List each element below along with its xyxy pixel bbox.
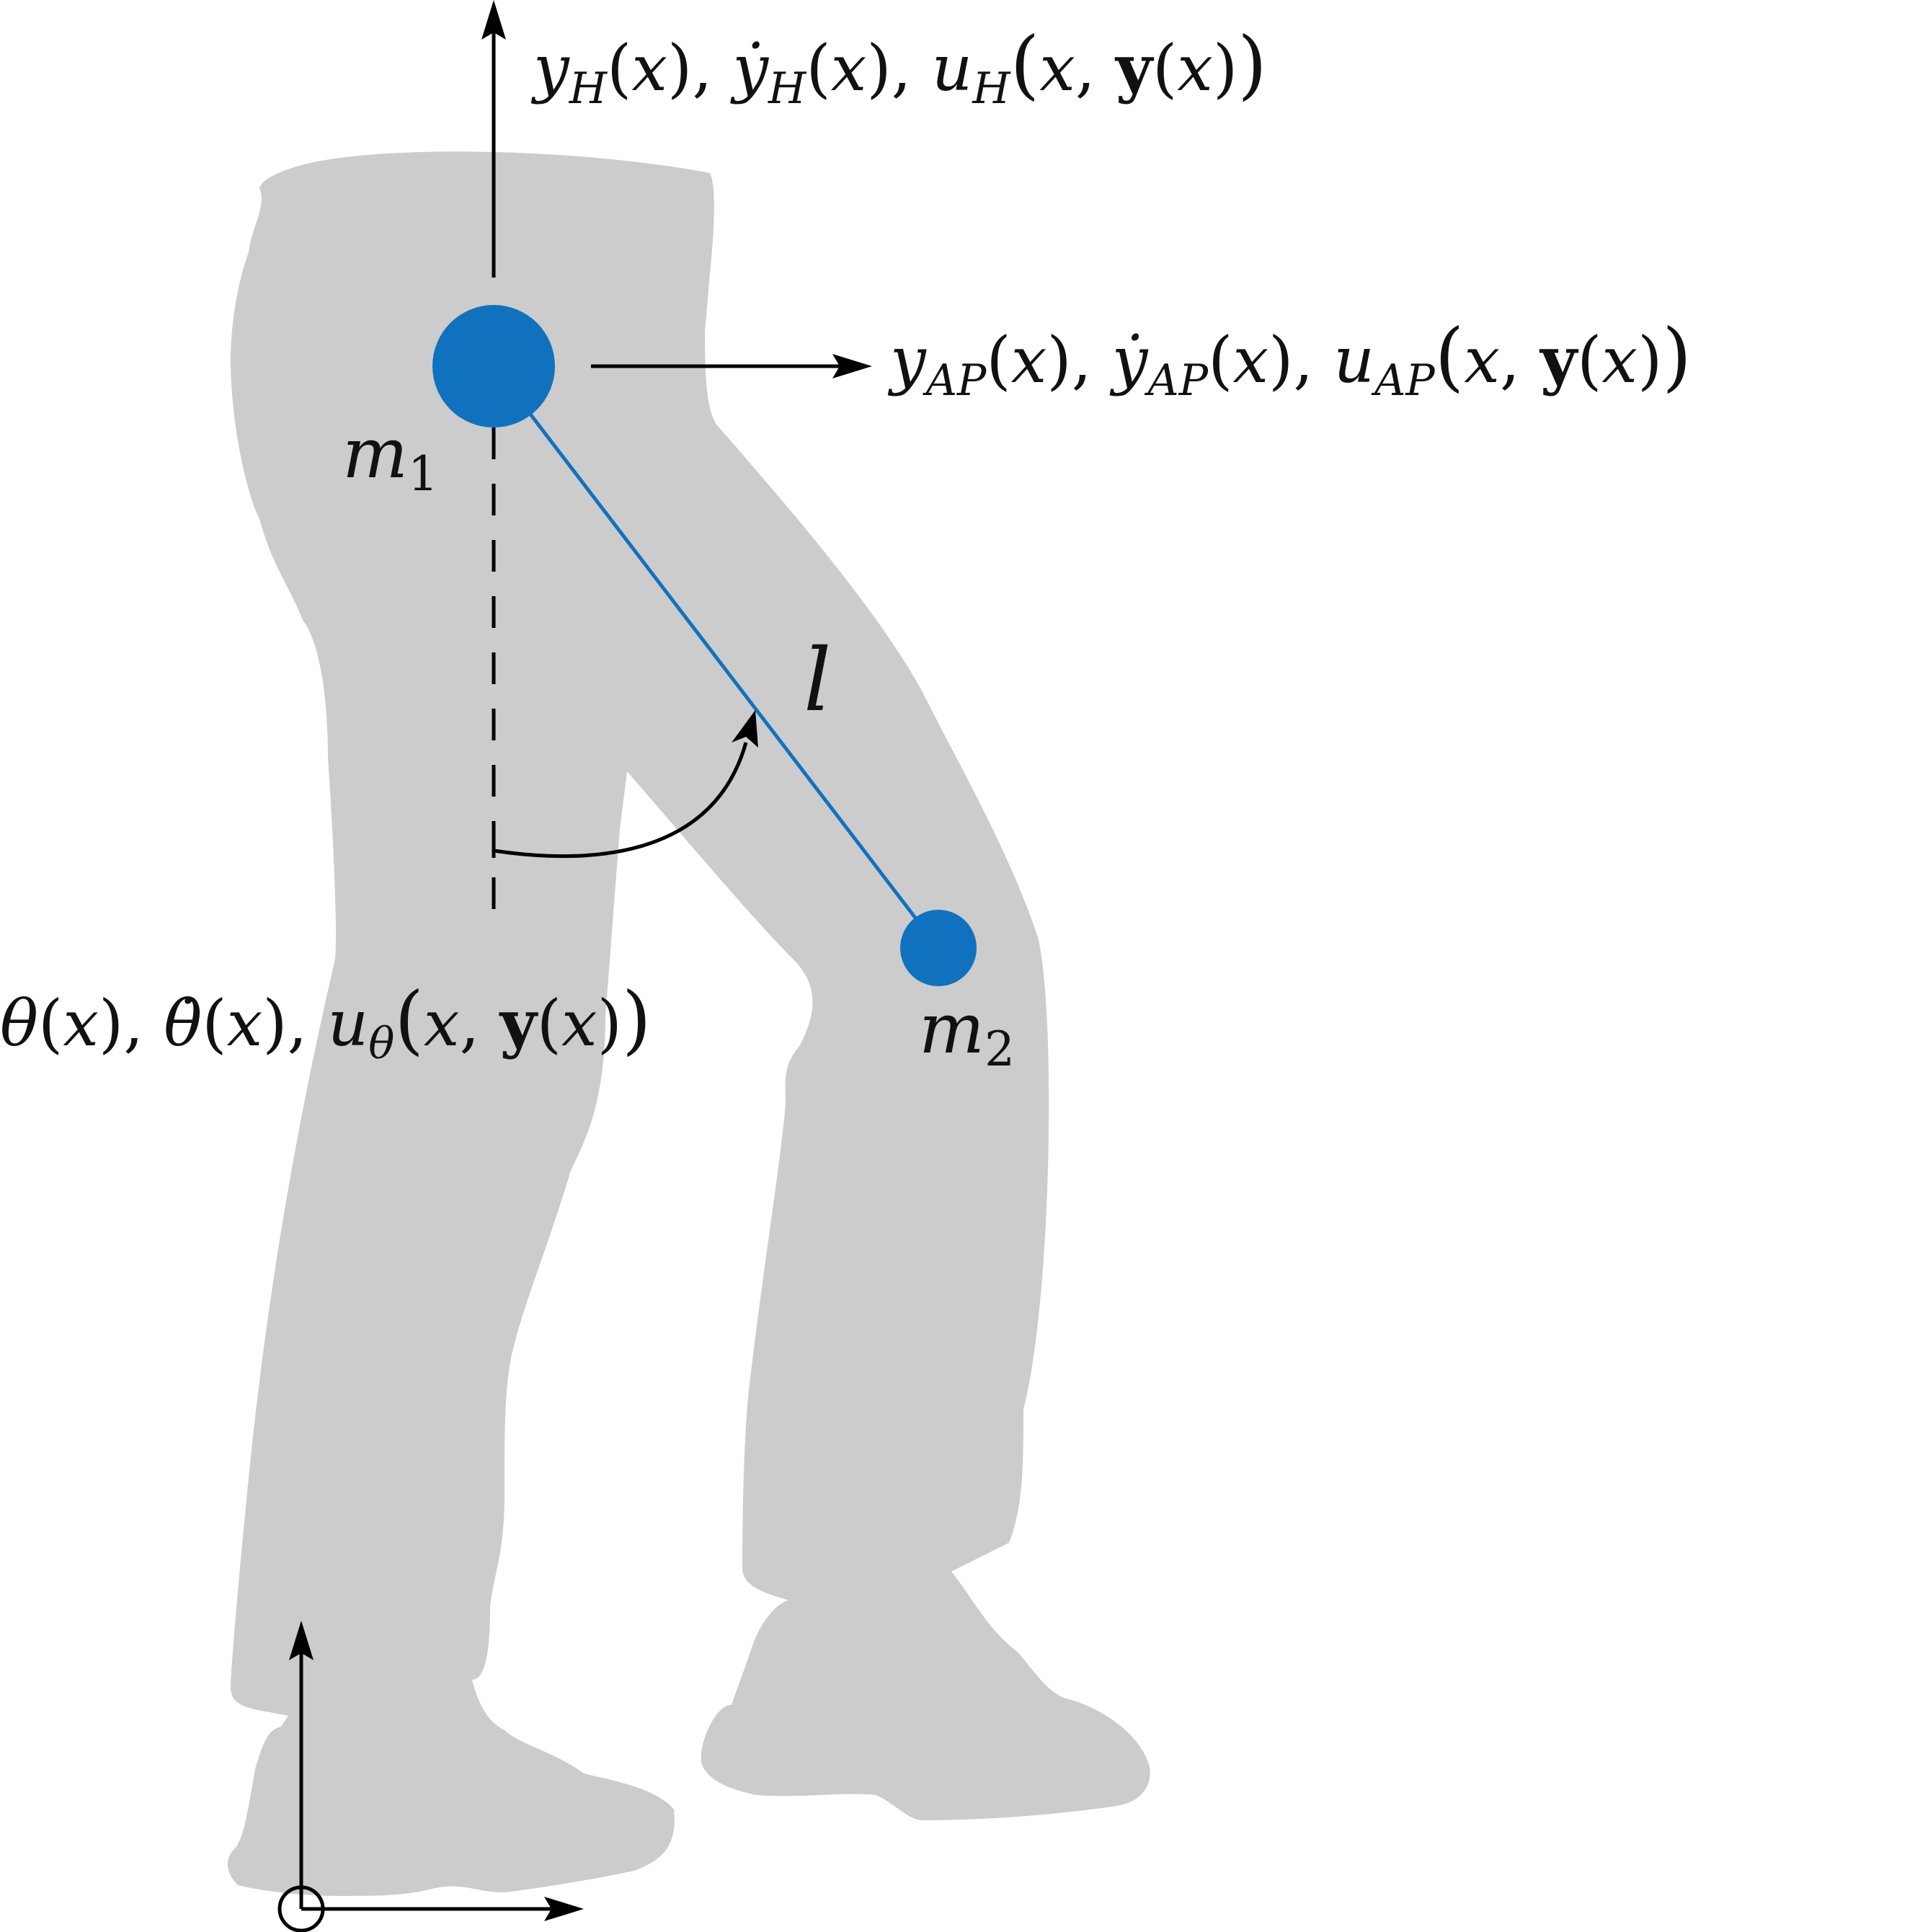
mass-m2 xyxy=(900,910,977,986)
mass-m1 xyxy=(432,305,555,427)
label-rod-length: l xyxy=(804,631,831,731)
origin-axes xyxy=(277,1621,584,1932)
vertical-axis-arrow xyxy=(481,0,506,278)
ap-arrowhead xyxy=(832,354,872,378)
left-leg-silhouette xyxy=(227,151,1150,1896)
legs-silhouette xyxy=(227,151,1150,1896)
label-m1: m1 xyxy=(342,413,438,502)
label-vertical-h: yH(x), ẏH(x), uH(x, y(x)) xyxy=(530,20,1267,114)
label-theta: θ(x), θ̇(x), uθ(x, y(x)) xyxy=(0,975,652,1069)
vertical-arrowhead xyxy=(481,0,506,40)
label-m2: m2 xyxy=(919,988,1015,1077)
ap-axis-arrow xyxy=(591,354,872,378)
pendulum-rod xyxy=(492,365,940,949)
origin-circle xyxy=(277,1885,325,1932)
label-ap: yAP(x), ẏAP(x), uAP(x, y(x)) xyxy=(887,312,1692,406)
origin-x-arrowhead xyxy=(544,1897,584,1921)
theta-angle-arc xyxy=(492,710,758,859)
origin-y-arrowhead xyxy=(289,1621,314,1660)
theta-arrowhead xyxy=(732,710,758,748)
